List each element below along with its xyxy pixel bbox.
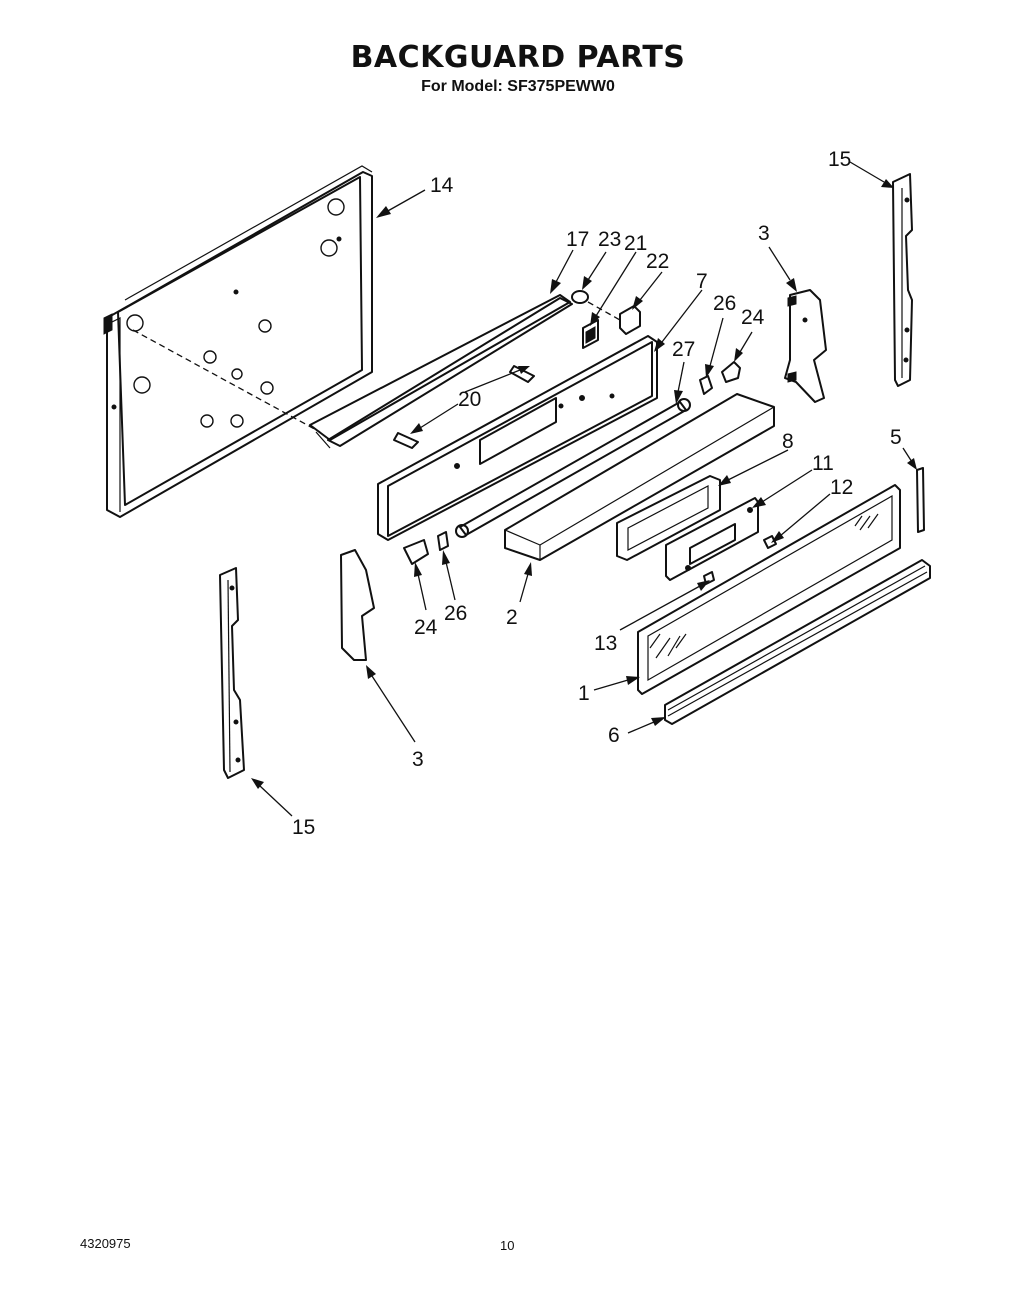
callout-26-left: 26 [444, 602, 467, 625]
callout-11: 11 [812, 452, 834, 475]
callout-2: 2 [506, 606, 518, 629]
part-26-left-spacer [437, 531, 449, 551]
callout-3-left: 3 [412, 748, 424, 771]
part-15-left-side-rail [219, 567, 245, 779]
callout-13: 13 [594, 632, 617, 655]
model-subtitle: For Model: SF375PEWW0 [421, 78, 615, 95]
part-11-clock-insert [665, 497, 759, 581]
part-22-clip [619, 305, 641, 335]
part-14-back-panel [103, 165, 571, 518]
callout-17: 17 [566, 228, 589, 251]
callout-22: 22 [646, 250, 669, 273]
callout-8: 8 [782, 430, 794, 453]
callout-14: 14 [430, 174, 454, 197]
part-20-lamp-pins [393, 365, 535, 449]
part-27-fluorescent-tube [455, 398, 691, 538]
callout-1: 1 [578, 682, 590, 705]
part-26-right-spacer [699, 375, 713, 395]
document-number: 4320975 [80, 1236, 131, 1251]
callout-3-right: 3 [758, 222, 770, 245]
part-6-bottom-trim [664, 559, 931, 725]
callout-24-left: 24 [414, 616, 438, 639]
part-5-end-cap [916, 467, 925, 533]
part-3-right-end-bracket [784, 289, 827, 403]
callout-24-right: 24 [741, 306, 765, 329]
callout-15-right: 15 [828, 148, 851, 171]
part-12-screw [763, 535, 777, 549]
part-3-left-end-bracket [340, 549, 375, 661]
part-15-right-side-rail [892, 173, 913, 387]
callout-21: 21 [624, 232, 647, 255]
part-1-front-glass [637, 484, 901, 695]
part-17-trim-strip [327, 297, 573, 447]
callout-23: 23 [598, 228, 621, 251]
page-number: 10 [500, 1238, 515, 1253]
callout-27: 27 [672, 338, 695, 361]
callout-labels: 14 17 23 21 22 7 20 26 24 27 3 15 8 11 5… [292, 148, 902, 839]
part-23-lamp-socket [571, 290, 589, 304]
callout-6: 6 [608, 724, 620, 747]
part-7-control-panel [377, 335, 658, 541]
part-24-left-cap [403, 539, 429, 565]
part-8-window-frame [616, 475, 721, 561]
callout-12: 12 [830, 476, 853, 499]
callout-26-right: 26 [713, 292, 736, 315]
callout-20: 20 [458, 388, 481, 411]
callout-5: 5 [890, 426, 902, 449]
page-title: BACKGUARD PARTS [350, 40, 686, 75]
leader-lines [251, 161, 917, 817]
callout-15-left: 15 [292, 816, 315, 839]
part-2-reflector-channel [504, 393, 775, 561]
callout-7: 7 [696, 270, 708, 293]
part-24-right-cap [721, 361, 741, 383]
